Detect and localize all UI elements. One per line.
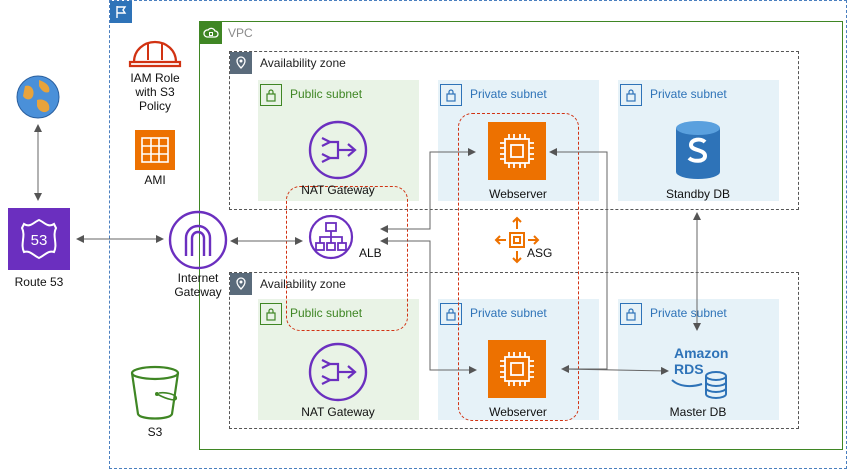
- database-icon[interactable]: [673, 120, 723, 180]
- master-db-label: Master DB: [669, 405, 727, 419]
- auto-scaling-icon: [494, 215, 540, 265]
- rds-text-amazon: Amazon: [674, 345, 728, 361]
- asg-group-boundary: [458, 113, 579, 421]
- private-subnet-lock-icon: [440, 84, 462, 106]
- internet-gateway-label: Internet Gateway: [174, 271, 222, 299]
- route53-number: 53: [31, 232, 48, 249]
- az2-location-icon: [230, 273, 252, 295]
- az1-location-icon: [230, 52, 252, 74]
- alb-label: ALB: [359, 246, 382, 260]
- webserver-bottom-label: Webserver: [489, 405, 547, 419]
- public-subnet-lock-icon: [260, 84, 282, 106]
- standby-db-label: Standby DB: [665, 187, 731, 201]
- amazon-rds-icon[interactable]: Amazon RDS: [670, 340, 732, 402]
- s3-label: S3: [147, 425, 163, 439]
- public-subnet-1-label: Public subnet: [290, 87, 363, 101]
- rds-text-rds: RDS: [674, 361, 704, 377]
- private-subnet-lock-icon: [620, 84, 642, 106]
- availability-zone-1: [229, 51, 799, 210]
- nat-gateway-bottom-label: NAT Gateway: [301, 405, 375, 419]
- nat-gateway-top-label: NAT Gateway: [301, 183, 375, 197]
- az1-label: Availability zone: [260, 56, 346, 70]
- vpc-boundary: [199, 21, 843, 450]
- vpc-cloud-icon: [200, 22, 222, 44]
- internet-gateway-icon[interactable]: [168, 210, 228, 270]
- nat-gateway-icon[interactable]: [308, 342, 368, 402]
- globe-icon: [15, 74, 61, 120]
- route53-icon[interactable]: 53: [8, 208, 70, 270]
- s3-bucket-icon[interactable]: [128, 364, 182, 422]
- ec2-instance-icon[interactable]: [488, 340, 546, 398]
- region-flag-icon: [110, 1, 132, 23]
- private-subnet-3-label: Private subnet: [470, 306, 547, 320]
- availability-zone-2: [229, 272, 799, 429]
- webserver-top-label: Webserver: [489, 187, 547, 201]
- private-subnet-lock-icon: [440, 303, 462, 325]
- public-subnet-2-label: Public subnet: [290, 306, 363, 320]
- alb-group-boundary: [286, 186, 408, 331]
- asg-label: ASG: [527, 246, 553, 260]
- ami-label: AMI: [144, 173, 166, 187]
- region-boundary: [109, 0, 847, 469]
- route53-label: Route 53: [14, 275, 64, 289]
- private-subnet-2-label: Private subnet: [650, 87, 727, 101]
- vpc-label: VPC: [228, 26, 253, 40]
- private-subnet-lock-icon: [620, 303, 642, 325]
- ami-icon: [135, 130, 175, 170]
- az2-label: Availability zone: [260, 277, 346, 291]
- iam-hardhat-icon: [128, 38, 182, 70]
- ec2-instance-icon[interactable]: [488, 122, 546, 180]
- private-subnet-1-label: Private subnet: [470, 87, 547, 101]
- iam-role-label: IAM Role with S3 Policy: [130, 71, 180, 113]
- alb-icon[interactable]: [308, 214, 354, 260]
- nat-gateway-icon[interactable]: [308, 120, 368, 180]
- public-subnet-lock-icon: [260, 303, 282, 325]
- private-subnet-4-label: Private subnet: [650, 306, 727, 320]
